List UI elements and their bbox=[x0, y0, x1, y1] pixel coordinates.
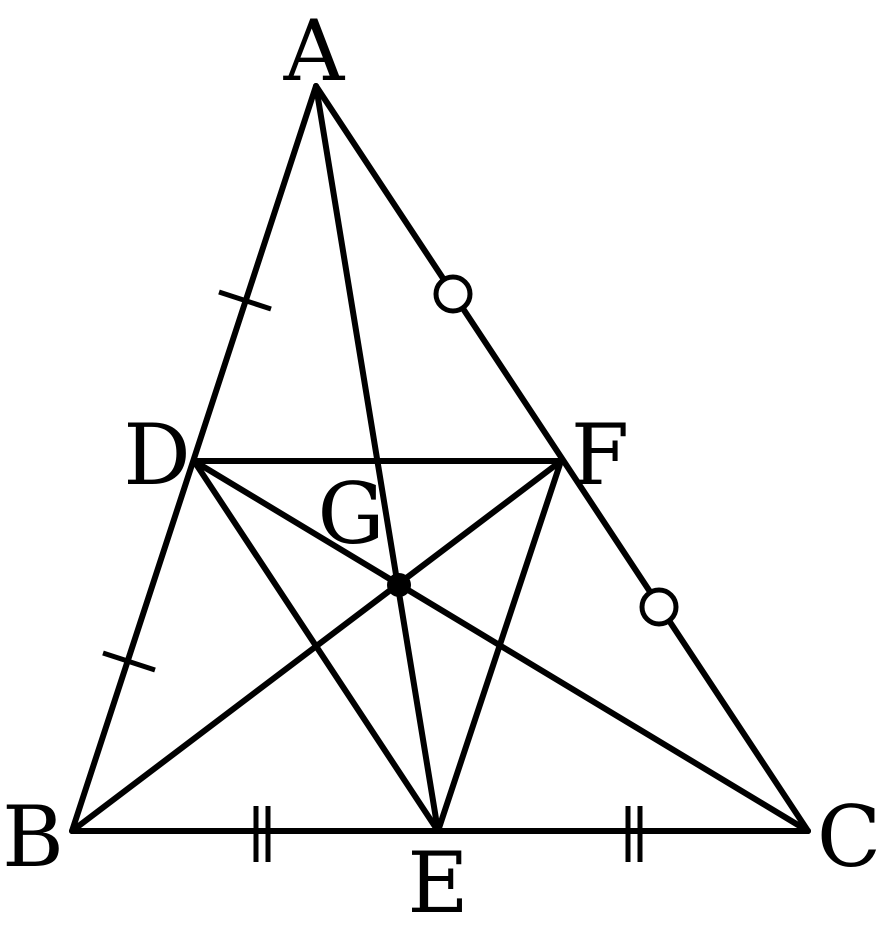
label-point-d: D bbox=[123, 406, 190, 504]
label-point-c: C bbox=[817, 788, 881, 886]
label-point-b: B bbox=[2, 788, 64, 886]
label-point-g: G bbox=[317, 465, 384, 563]
point-g-dot bbox=[387, 573, 411, 597]
segment-de bbox=[191, 458, 441, 834]
tick-mark-ad bbox=[218, 289, 272, 312]
tick-mark-db bbox=[102, 650, 156, 673]
circle-mark-af bbox=[433, 274, 473, 314]
label-point-e: E bbox=[407, 834, 468, 932]
circle-mark-fc bbox=[639, 587, 679, 627]
label-point-a: A bbox=[283, 2, 346, 100]
segment-ae bbox=[313, 83, 441, 834]
segment-ef bbox=[435, 458, 564, 834]
label-point-f: F bbox=[571, 406, 629, 504]
